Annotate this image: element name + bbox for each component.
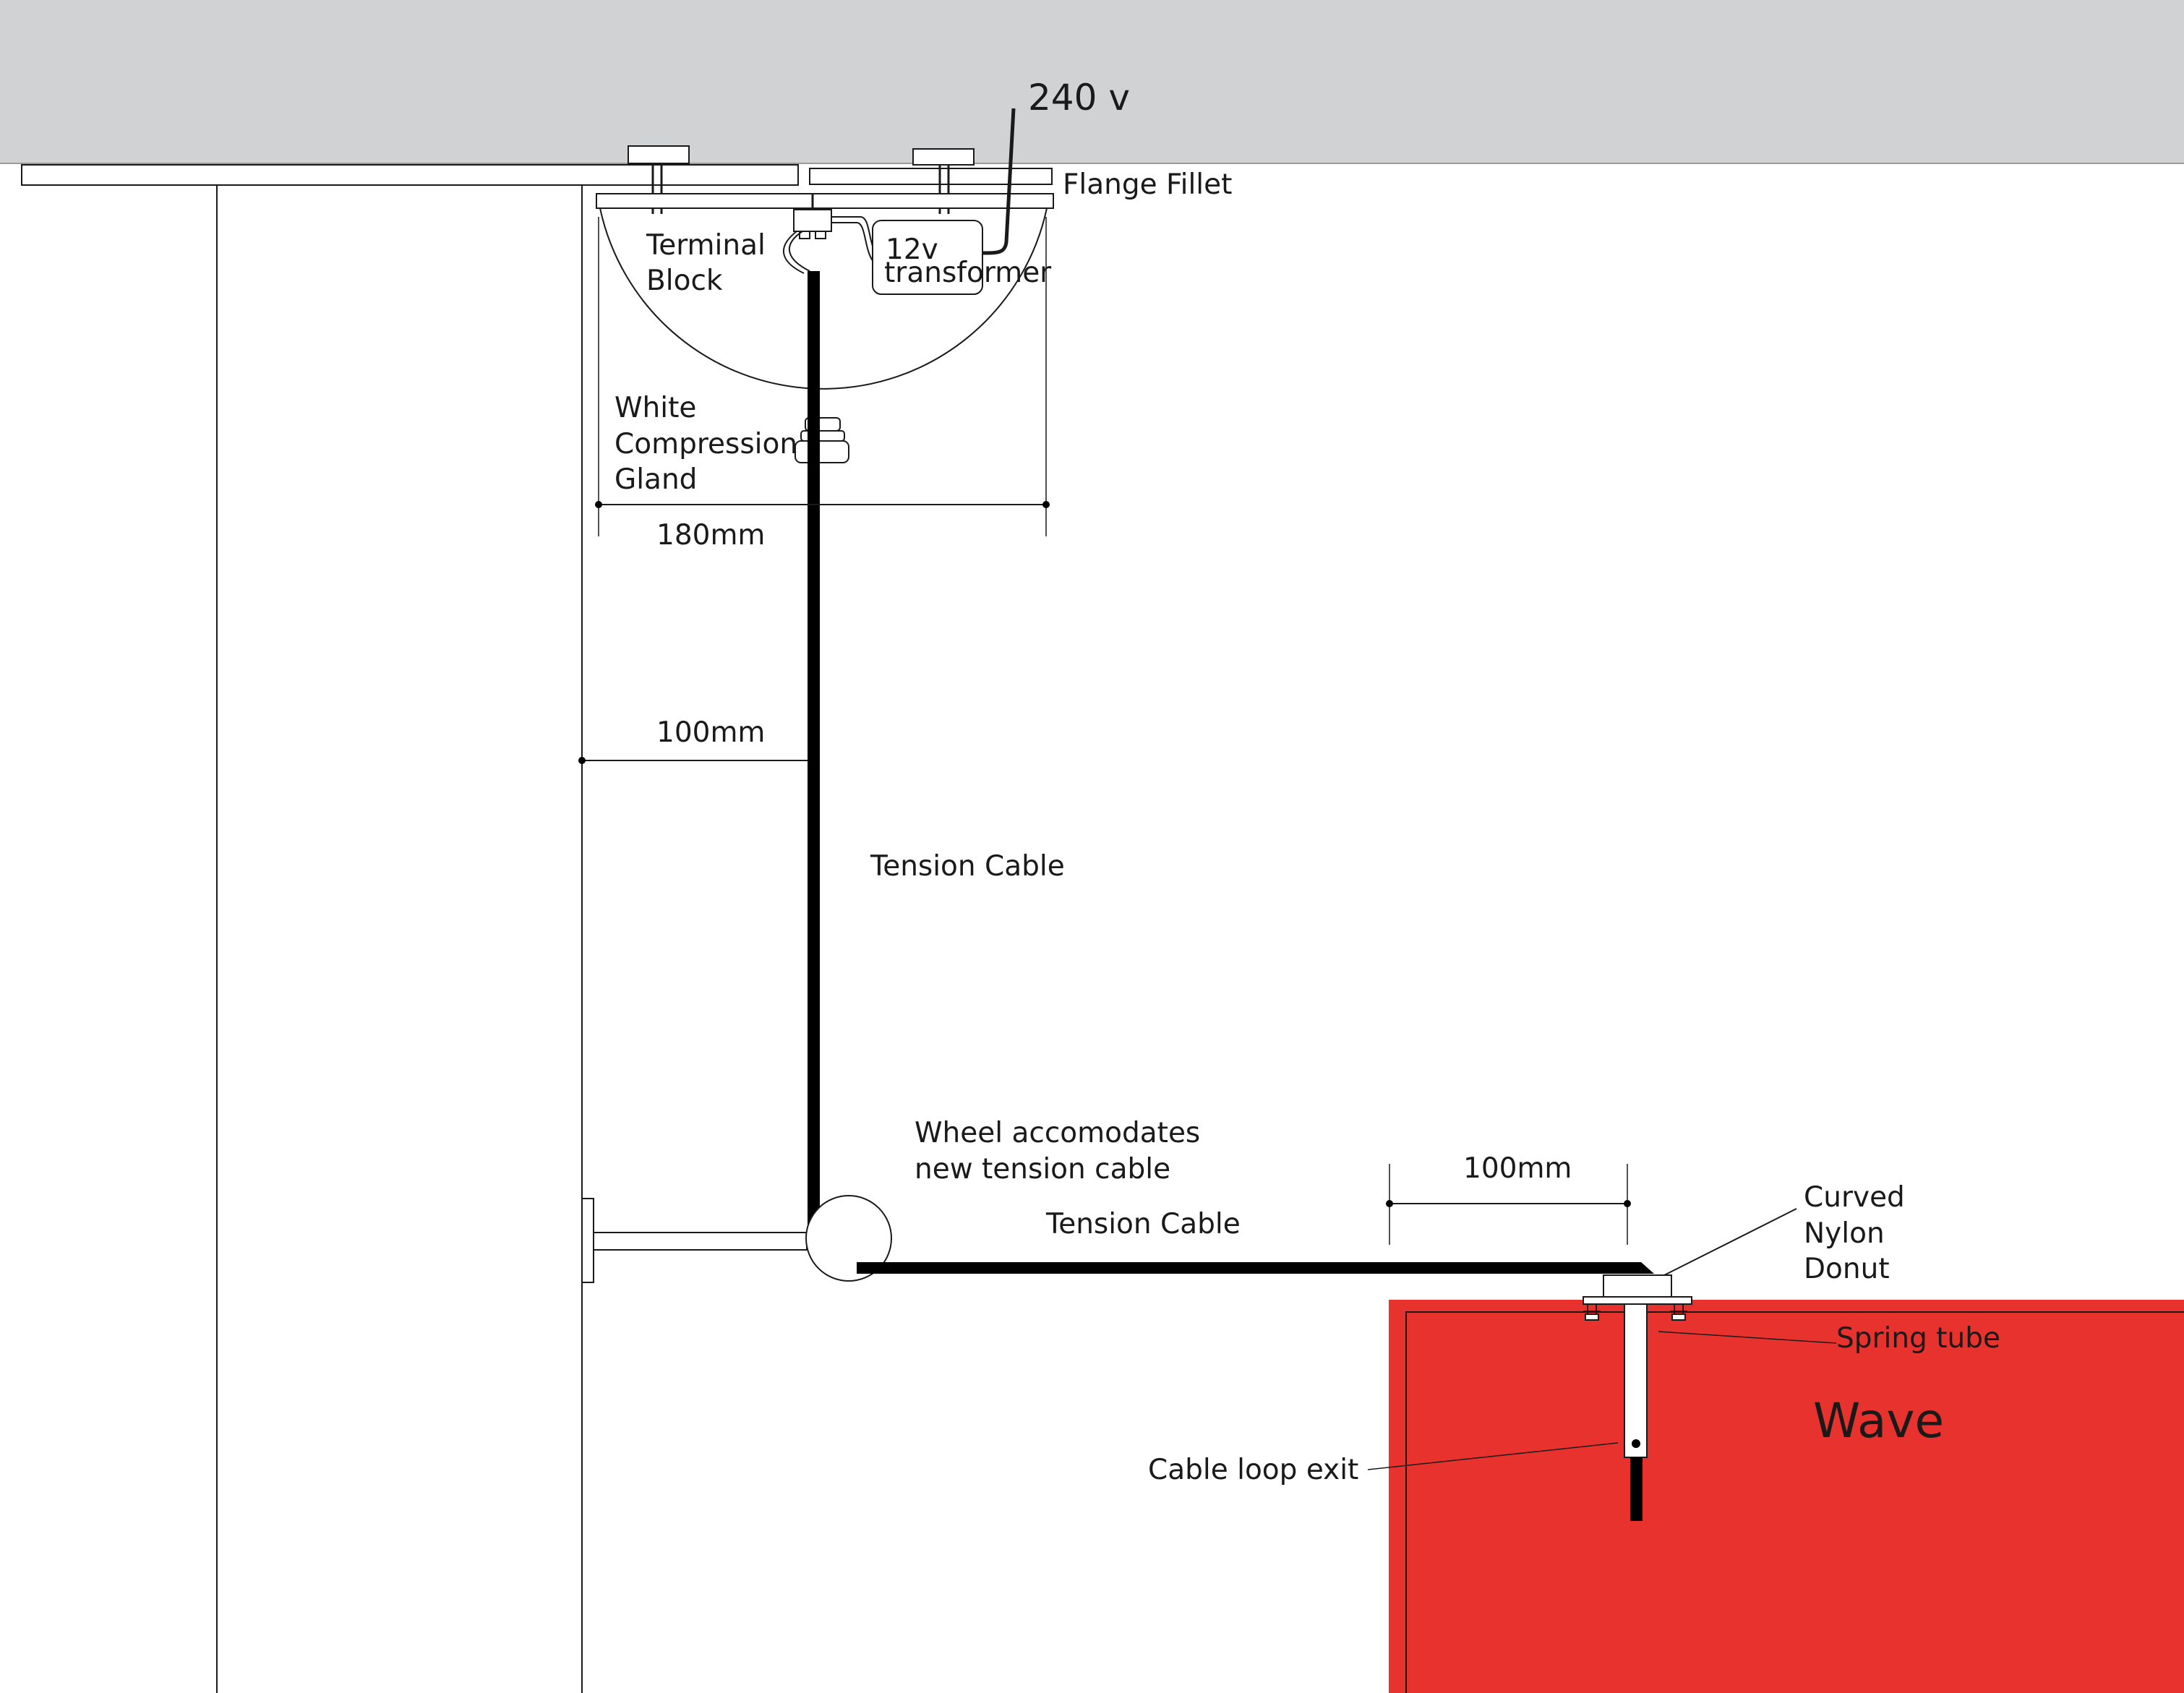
wave-panel-inner-edge <box>1405 1311 2184 1693</box>
tension-cable-vertical <box>808 271 820 1243</box>
label-wave: Wave <box>1813 1393 1944 1449</box>
mains-feed-cable <box>982 108 1016 255</box>
label-wheel-2: new tension cable <box>915 1153 1170 1186</box>
label-donut-3: Donut <box>1804 1253 1890 1285</box>
left-flange-plate <box>21 164 799 186</box>
flange-fillet-plate <box>809 168 1053 185</box>
donut-clips <box>1583 1304 1687 1321</box>
label-dim-100mm-left: 100mm <box>656 716 765 749</box>
label-tension-cable-horizontal: Tension Cable <box>1045 1208 1241 1240</box>
label-gland-1: White <box>614 392 696 424</box>
cable-loop-exit-hole <box>1632 1439 1640 1448</box>
wave-panel <box>1389 1300 2184 1693</box>
label-dim-180mm: 180mm <box>656 519 765 552</box>
label-dim-100mm-right: 100mm <box>1463 1152 1572 1185</box>
label-gland-3: Gland <box>614 463 697 496</box>
dimension-100mm-right <box>1386 1164 1631 1245</box>
cable-loop-exit-tail <box>1630 1457 1643 1521</box>
wheel-bracket <box>581 1198 808 1283</box>
label-transformer-2: transformer <box>884 257 1052 289</box>
dimension-180mm <box>595 217 1050 536</box>
label-240v: 240 v <box>1028 77 1130 119</box>
label-gland-2: Compression <box>614 428 797 460</box>
tension-cable-horizontal <box>857 1262 1654 1274</box>
dimension-100mm-left <box>578 757 808 764</box>
dome-housing <box>599 207 1048 390</box>
compression-gland <box>795 417 849 463</box>
spring-tube <box>1624 1303 1648 1458</box>
terminal-wires <box>782 216 886 274</box>
spring-tube-leader <box>1658 1331 1837 1344</box>
label-spring-tube: Spring tube <box>1836 1322 2000 1355</box>
label-donut-1: Curved <box>1804 1181 1905 1214</box>
wheel <box>805 1195 892 1282</box>
terminal-block <box>793 194 832 239</box>
label-terminal-block-2: Block <box>646 265 723 297</box>
label-donut-2: Nylon <box>1804 1217 1885 1250</box>
cable-loop-exit-leader <box>1367 1442 1619 1470</box>
label-flange-fillet: Flange Fillet <box>1063 168 1232 201</box>
label-transformer-1: 12v <box>886 233 938 266</box>
nylon-donut <box>1603 1274 1672 1298</box>
transformer-box <box>872 220 983 295</box>
label-tension-cable-vertical: Tension Cable <box>870 850 1065 883</box>
label-wheel-1: Wheel accomodates <box>915 1117 1200 1149</box>
donut-base-plate <box>1583 1296 1692 1305</box>
dome-mount-plate <box>596 193 1054 209</box>
label-cable-loop-exit: Cable loop exit <box>1148 1454 1358 1486</box>
ceiling <box>0 0 2184 163</box>
label-terminal-block-1: Terminal <box>646 229 766 262</box>
donut-leader <box>1663 1208 1797 1276</box>
